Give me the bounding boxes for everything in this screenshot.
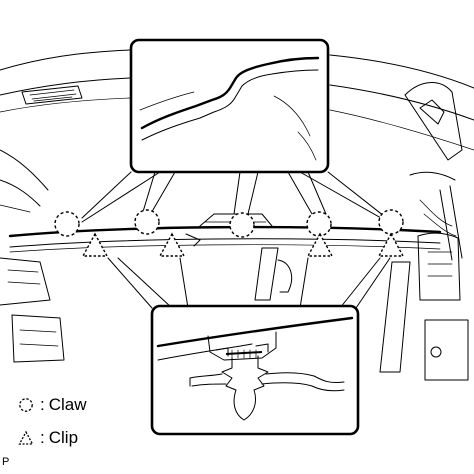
legend-claw: : Claw [18,396,87,413]
clip-marker-icon [377,232,405,257]
legend-clip-separator: : [40,428,45,447]
claw-markers [54,209,404,238]
clip-marker-icon [306,232,334,257]
claw-marker-icon [229,212,255,238]
legend-clip: : Clip [18,429,78,446]
claw-marker-icon [134,209,160,235]
claw-marker-icon [306,211,332,237]
claw-profile-icon [140,56,320,130]
legend-clip-label: Clip [48,428,79,447]
dashed-circle-icon [19,397,33,412]
clip-markers [81,232,405,257]
background-line-art [0,49,474,381]
clip-marker-icon [81,232,109,257]
legend-claw-label: Claw [48,395,87,414]
figure-code: P [2,456,10,468]
clip-detail-callout [107,257,391,436]
claw-marker-icon [378,209,404,235]
clip-marker-icon [158,232,186,257]
claw-marker-icon [54,211,80,237]
clip-profile-icon [189,331,345,421]
legend-claw-separator: : [40,395,45,414]
dashed-triangle-icon [18,430,34,445]
claw-detail-callout [81,38,389,223]
